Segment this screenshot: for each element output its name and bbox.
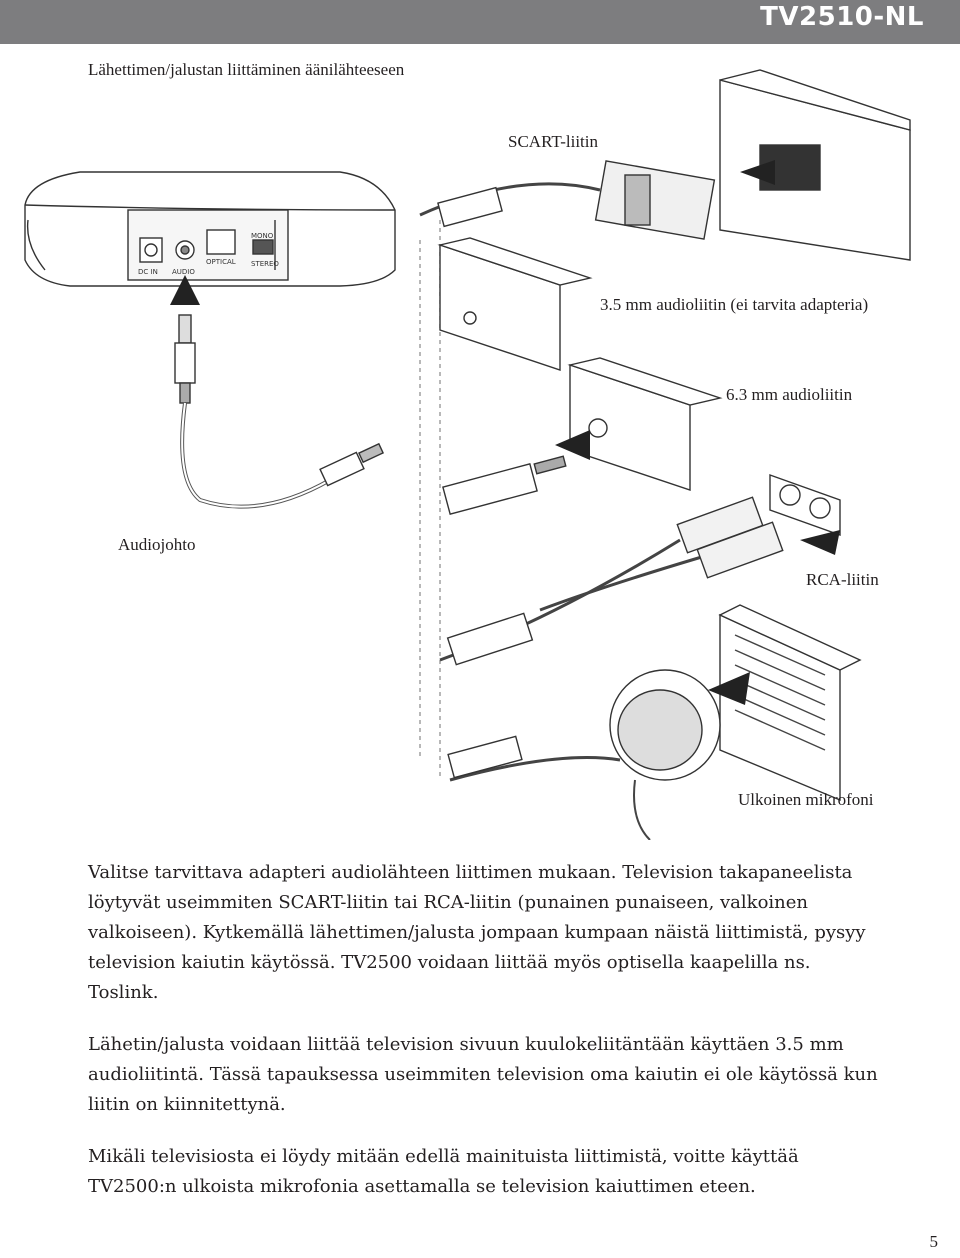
model-title: TV2510-NL	[760, 2, 924, 32]
transmitter-base: DC IN AUDIO OPTICAL MONO STEREO	[24, 171, 396, 287]
jack63-adapter	[442, 455, 567, 516]
paragraph-1: Valitse tarvittava adapteri audiolähteen…	[88, 862, 866, 1003]
page-number: 5	[929, 1232, 939, 1251]
jack35-socket	[437, 237, 593, 371]
jack63-socket	[555, 357, 723, 491]
rca-socket	[769, 474, 841, 555]
label-mic: Ulkoinen mikrofoni	[738, 790, 874, 809]
label-jack63: 6.3 mm audioliitin	[726, 385, 853, 404]
svg-text:STEREO: STEREO	[251, 260, 279, 268]
speaker-grille	[708, 604, 862, 802]
label-scart: SCART-liitin	[508, 132, 598, 151]
label-jack35: 3.5 mm audioliitin (ei tarvita adapteria…	[600, 295, 869, 314]
header-bar: TV2510-NL	[0, 0, 960, 44]
paragraph-2: Lähetin/jalusta voidaan liittää televisi…	[88, 1034, 878, 1115]
label-rca: RCA-liitin	[806, 570, 879, 589]
rca-cable	[439, 496, 784, 666]
label-audio-cable: Audiojohto	[118, 535, 196, 554]
section-title: Lähettimen/jalustan liittäminen ääniläht…	[88, 60, 405, 79]
scart-socket	[719, 69, 911, 261]
paragraph-3: Mikäli televisiosta ei löydy mitään edel…	[88, 1146, 799, 1197]
scart-connector	[419, 160, 716, 240]
audio-plug-right	[319, 442, 385, 487]
body-text: Valitse tarvittava adapteri audiolähteen…	[88, 858, 878, 1224]
svg-text:AUDIO: AUDIO	[172, 268, 195, 276]
connection-diagram: DC IN AUDIO OPTICAL MONO STEREO	[0, 60, 960, 841]
external-microphone	[447, 669, 721, 841]
connection-illustration: DC IN AUDIO OPTICAL MONO STEREO	[24, 69, 911, 841]
svg-text:OPTICAL: OPTICAL	[206, 258, 236, 266]
audio-plug-left	[174, 314, 196, 404]
svg-text:DC IN: DC IN	[138, 268, 158, 276]
svg-text:MONO: MONO	[251, 232, 274, 240]
arrow-audio-in	[170, 275, 200, 305]
